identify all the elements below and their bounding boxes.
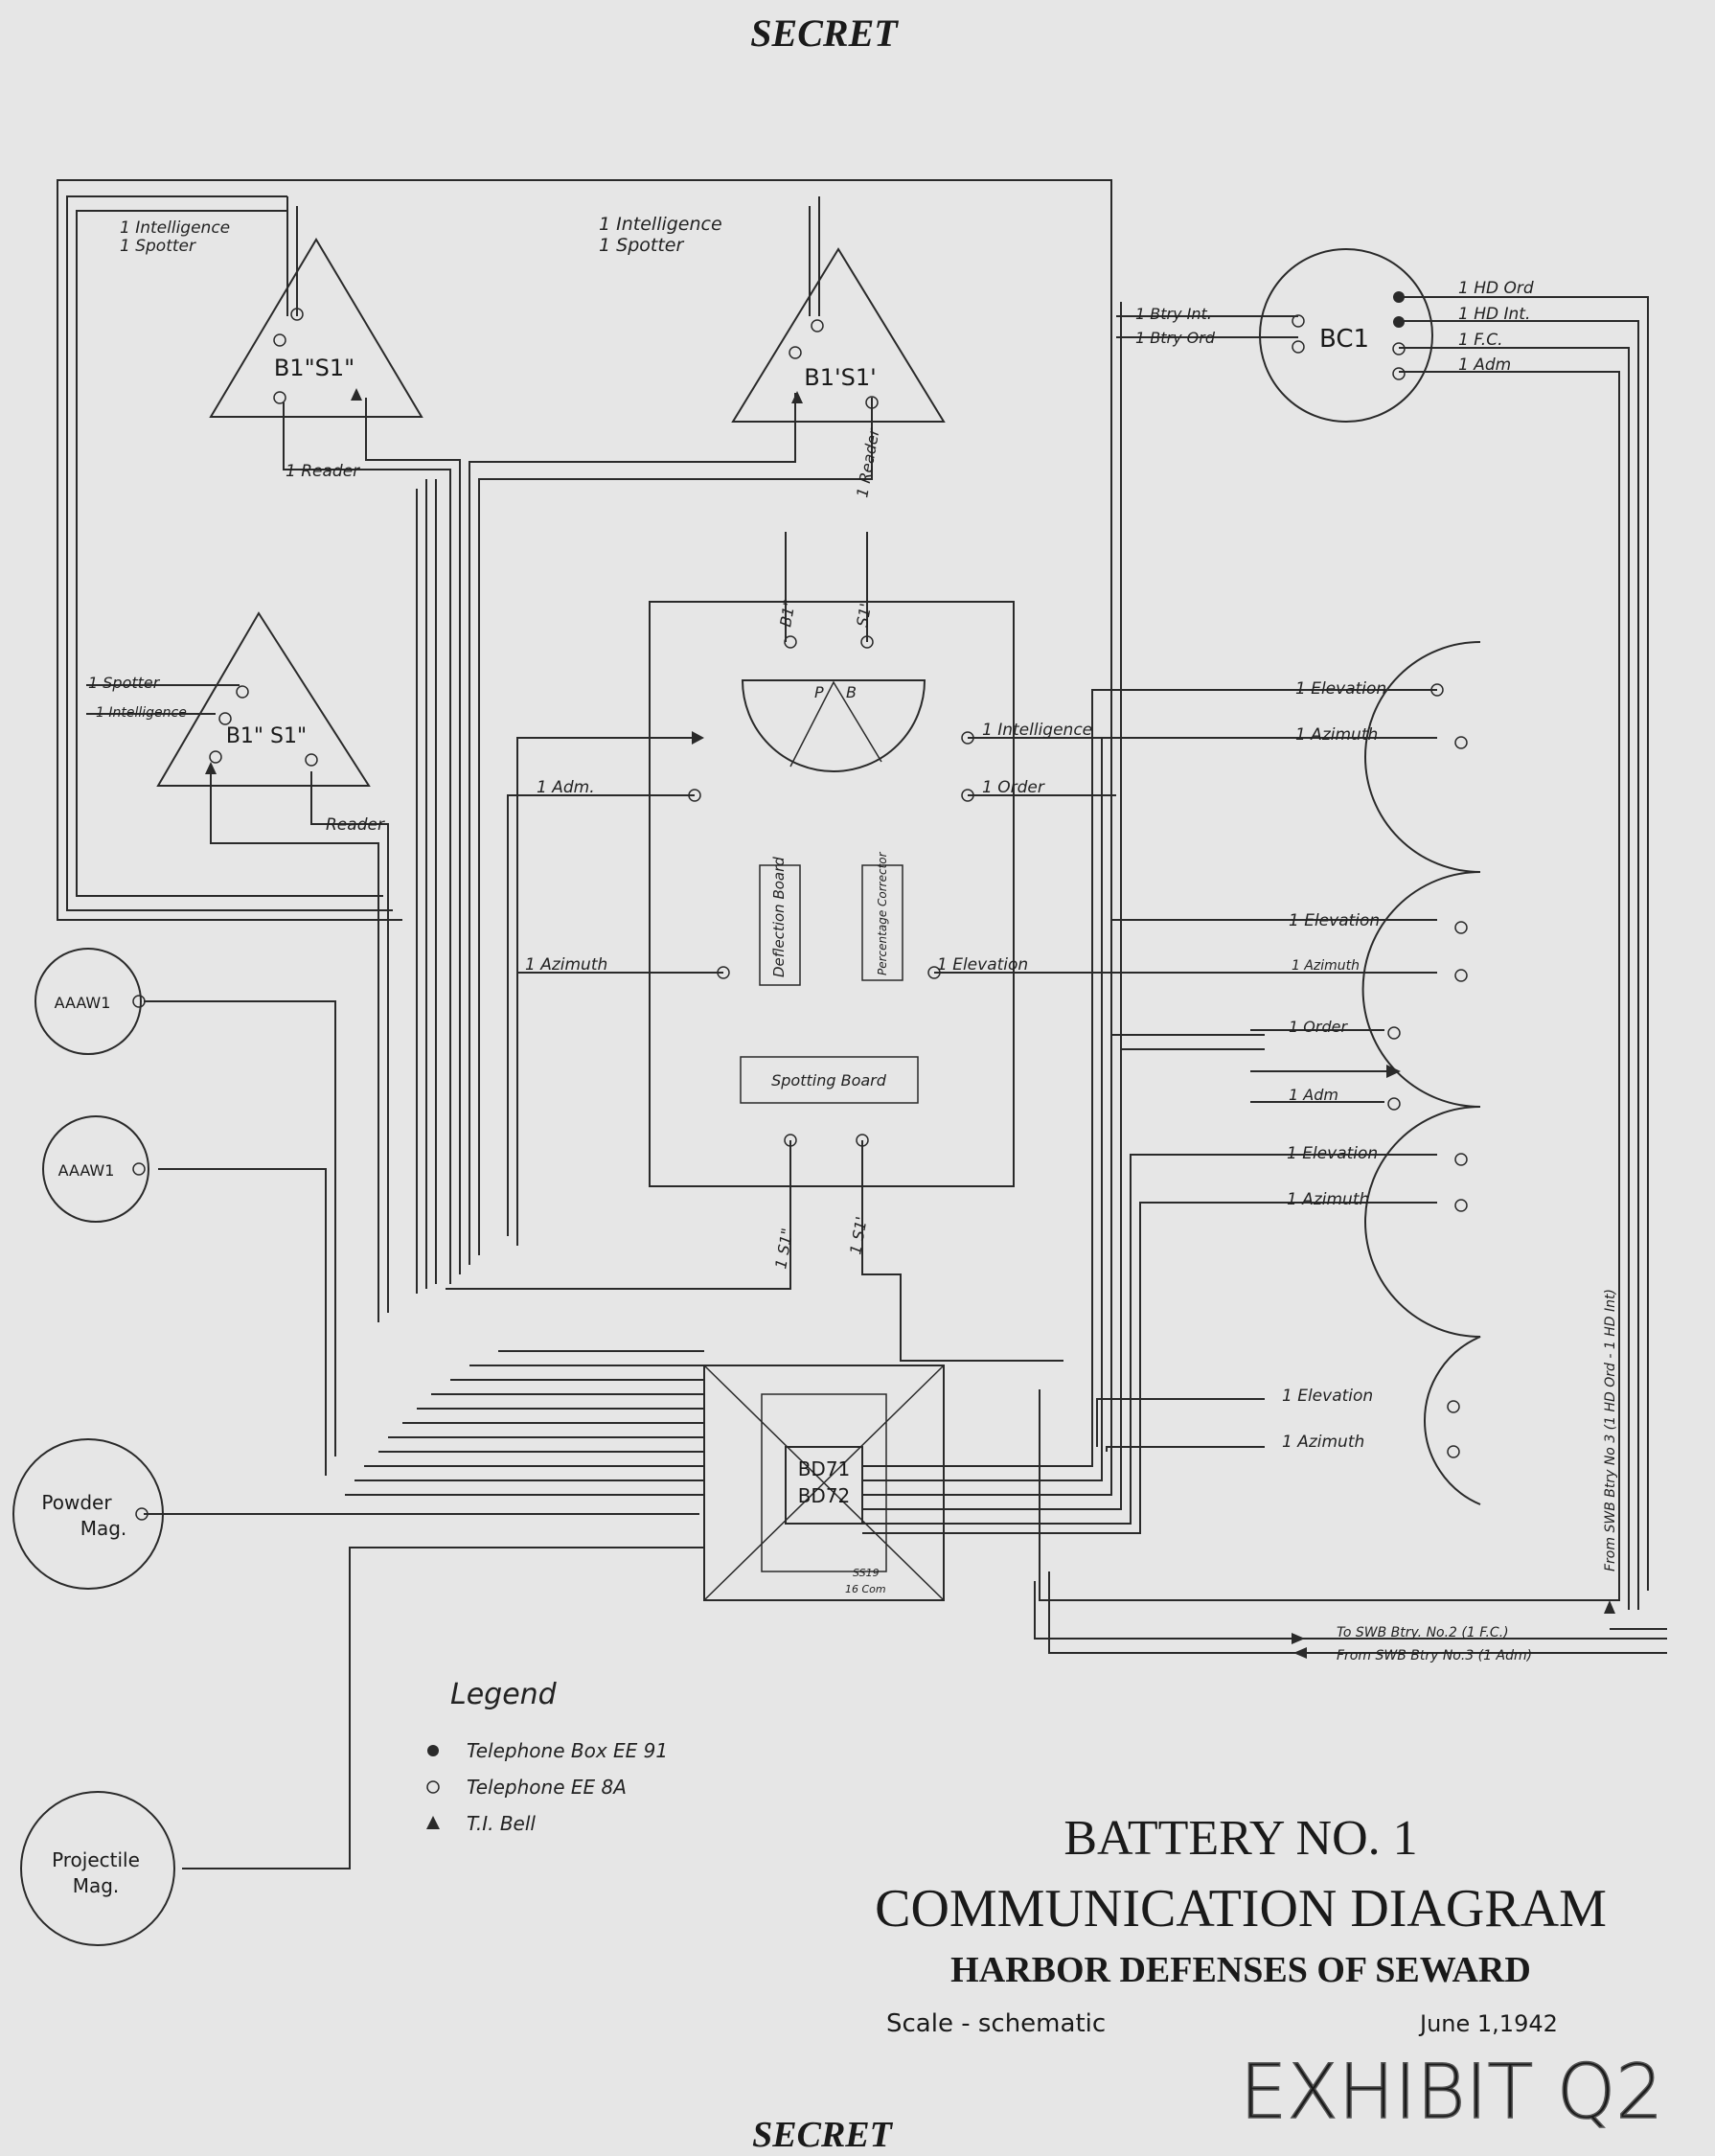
station-label: B1" S1" — [226, 724, 307, 748]
open-circle-icon — [426, 1780, 440, 1794]
title-line1: BATTERY NO. 1 — [1063, 1811, 1417, 1866]
classification-bottom: SECRET — [752, 2115, 894, 2155]
svg-text:1 Azimuth: 1 Azimuth — [525, 955, 607, 975]
percentage-corrector: Percentage Corrector — [876, 851, 889, 975]
legend-heading: Legend — [450, 1678, 558, 1711]
station-label: B1"S1" — [274, 355, 354, 381]
svg-text:From SWB Btry No 3 (1 HD Ord -: From SWB Btry No 3 (1 HD Ord - 1 HD Int) — [1603, 1289, 1618, 1571]
station-b1s1-top-left: B1"S1" 1 Intelligence 1 Spotter 1 Reader — [120, 218, 423, 481]
svg-text:Reader: Reader — [326, 815, 385, 835]
svg-text:1 Elevation: 1 Elevation — [1289, 911, 1380, 930]
svg-text:1 Adm.: 1 Adm. — [537, 778, 595, 797]
svg-text:1 HD Int.: 1 HD Int. — [1458, 305, 1530, 324]
svg-text:Telephone Box EE 91: Telephone Box EE 91 — [467, 1739, 668, 1762]
scale-note: Scale - schematic — [886, 2009, 1106, 2038]
title-line3: HARBOR DEFENSES OF SEWARD — [950, 1950, 1531, 1990]
svg-text:AAAW1: AAAW1 — [55, 994, 111, 1012]
exhibit-label: EXHIBIT Q2 — [1240, 2050, 1663, 2136]
svg-text:To SWB Btry. No.2 (1 F.C.): To SWB Btry. No.2 (1 F.C.) — [1337, 1625, 1509, 1640]
svg-text:1 Elevation: 1 Elevation — [1295, 679, 1386, 699]
station-b1s1-top-mid: B1'S1' 1 Intelligence 1 Spotter 1 Reader — [599, 214, 946, 499]
svg-text:1 Spotter: 1 Spotter — [599, 235, 684, 256]
svg-text:Powder: Powder — [41, 1491, 112, 1514]
svg-text:1 Spotter: 1 Spotter — [88, 674, 161, 692]
svg-text:1 Azimuth: 1 Azimuth — [1282, 1433, 1364, 1452]
spotting-board: Spotting Board — [771, 1071, 887, 1089]
svg-text:1 Azimuth: 1 Azimuth — [1287, 1190, 1369, 1209]
svg-text:1 Azimuth: 1 Azimuth — [1292, 958, 1360, 974]
svg-text:1 Intelligence: 1 Intelligence — [120, 218, 230, 238]
title-line2: COMMUNICATION DIAGRAM — [875, 1879, 1607, 1938]
deflection-board: Deflection Board — [770, 857, 788, 977]
svg-text:1 Btry Ord: 1 Btry Ord — [1135, 329, 1216, 347]
svg-text:1 Elevation: 1 Elevation — [1287, 1144, 1378, 1163]
svg-text:Mag.: Mag. — [80, 1517, 127, 1540]
svg-text:Projectile: Projectile — [52, 1848, 140, 1871]
svg-text:1 Order: 1 Order — [982, 778, 1045, 797]
svg-text:1 Azimuth: 1 Azimuth — [1295, 725, 1378, 745]
svg-text:1 Elevation: 1 Elevation — [937, 955, 1028, 975]
svg-text:BC1: BC1 — [1319, 325, 1369, 354]
svg-text:1 Intelligence: 1 Intelligence — [982, 721, 1092, 740]
svg-text:1 Order: 1 Order — [1289, 1018, 1348, 1036]
triangle-icon — [426, 1816, 440, 1829]
svg-text:From SWB Btry No.3 (1 Adm): From SWB Btry No.3 (1 Adm) — [1337, 1648, 1532, 1663]
station-powder-mag: Powder Mag. — [12, 1438, 164, 1590]
svg-text:1 Elevation: 1 Elevation — [1282, 1387, 1373, 1406]
svg-text:1 S1': 1 S1' — [846, 1215, 871, 1256]
station-aaaw-bottom: AAAW1 — [42, 1115, 149, 1223]
external-connections: To SWB Btry. No.2 (1 F.C.) From SWB Btry… — [1292, 1289, 1618, 1663]
classification-top: SECRET — [750, 11, 899, 55]
svg-text:1 HD Ord: 1 HD Ord — [1458, 279, 1534, 298]
svg-text:T.I. Bell: T.I. Bell — [467, 1812, 536, 1835]
svg-text:1 Adm: 1 Adm — [1458, 356, 1511, 375]
station-projectile-mag: Projectile Mag. — [20, 1791, 175, 1946]
svg-text:SS19: SS19 — [853, 1567, 880, 1579]
svg-text:1 Btry Int.: 1 Btry Int. — [1135, 305, 1212, 323]
svg-text:B1": B1" — [776, 598, 799, 628]
svg-text:P: P — [814, 683, 824, 701]
svg-text:1 Spotter: 1 Spotter — [120, 237, 196, 256]
wiring-bundle — [57, 179, 1667, 1869]
gun-emplacements: 1 Elevation 1 Azimuth 1 Elevation 1 Azim… — [1282, 641, 1481, 1505]
station-b1s1-left: B1" S1" 1 Spotter 1 Intelligence Reader — [88, 611, 385, 835]
svg-text:1 F.C.: 1 F.C. — [1458, 331, 1502, 350]
svg-text:Mag.: Mag. — [73, 1874, 120, 1897]
svg-text:B: B — [846, 683, 857, 701]
svg-text:BD71: BD71 — [798, 1457, 851, 1480]
svg-text:AAAW1: AAAW1 — [58, 1161, 115, 1180]
station-label: B1'S1' — [804, 364, 876, 391]
switchboard: BD71 BD72 SS19 16 Com — [703, 1365, 945, 1601]
svg-text:BD72: BD72 — [798, 1484, 851, 1507]
date: June 1,1942 — [1418, 2010, 1558, 2037]
svg-text:1 S1": 1 S1" — [771, 1227, 796, 1271]
svg-text:Telephone EE 8A: Telephone EE 8A — [467, 1776, 627, 1799]
plotting-room: B1" S1' P B 1 Intelligence 1 Order 1 Adm… — [525, 598, 1092, 1270]
svg-text:1 Intelligence: 1 Intelligence — [599, 214, 722, 235]
svg-text:1 Reader: 1 Reader — [853, 425, 883, 498]
svg-text:1 Intelligence: 1 Intelligence — [96, 705, 187, 721]
svg-text:16 Com: 16 Com — [845, 1583, 886, 1595]
title-block: BATTERY NO. 1 COMMUNICATION DIAGRAM HARB… — [875, 1811, 1664, 2137]
svg-text:1 Reader: 1 Reader — [286, 462, 360, 481]
svg-text:S1': S1' — [853, 602, 875, 629]
station-aaaw-top: AAAW1 — [34, 948, 146, 1055]
legend: Legend Telephone Box EE 91 Telephone EE … — [426, 1678, 668, 1835]
station-bc1: BC1 1 Btry Int. 1 Btry Ord 1 HD Ord 1 HD… — [1135, 248, 1534, 423]
filled-circle-icon — [427, 1745, 439, 1756]
svg-text:1 Adm: 1 Adm — [1289, 1086, 1338, 1104]
